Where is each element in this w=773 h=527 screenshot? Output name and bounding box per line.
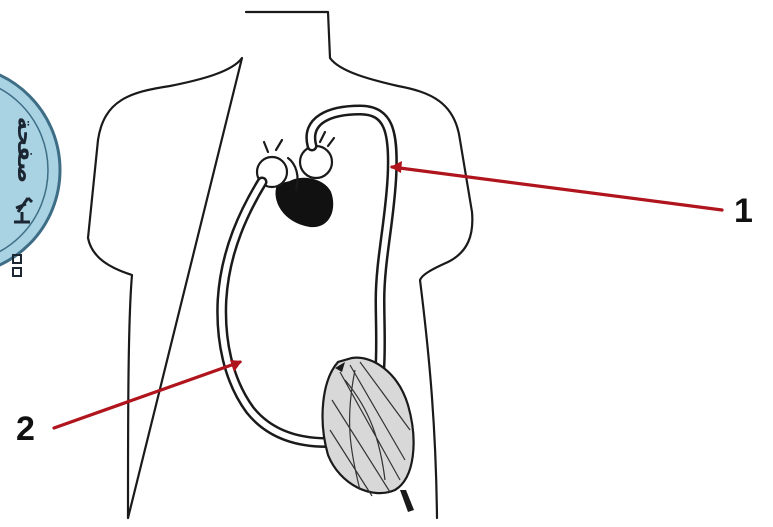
- label-1: 1: [734, 192, 753, 230]
- watermark-logo: صفحة: [0, 65, 60, 276]
- logo-text: صفحة: [12, 117, 37, 183]
- pointer-1: [390, 161, 722, 210]
- label-2: 2: [16, 410, 35, 448]
- logo-square-icon: [13, 268, 21, 276]
- pointer-2: [54, 360, 242, 428]
- heart: [257, 132, 334, 226]
- stomach-organ: [323, 358, 414, 512]
